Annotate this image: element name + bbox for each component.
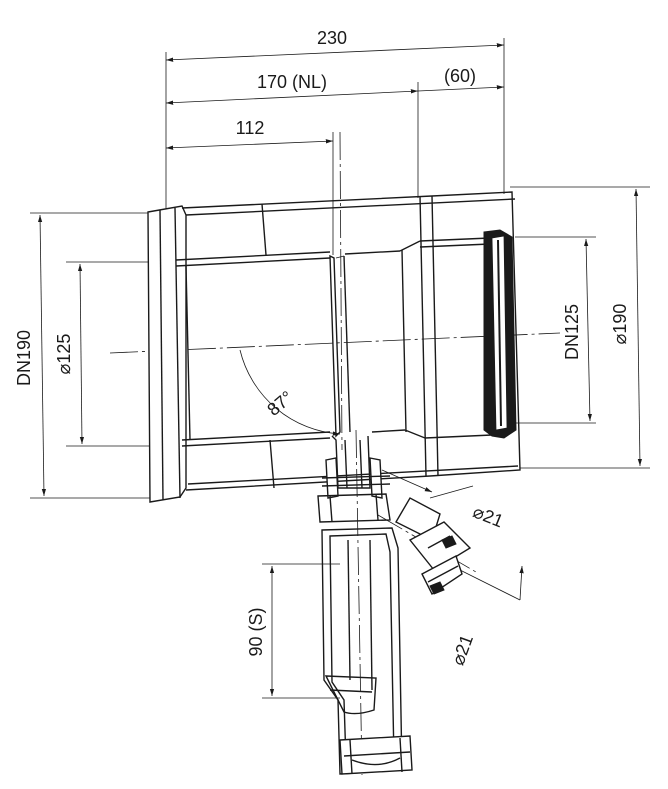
dim-dn190: DN190 [14, 330, 34, 386]
dim-90-s: 90 (S) [246, 607, 266, 656]
dim-21-upper: ⌀21 [470, 501, 506, 531]
trap-assembly [317, 435, 472, 775]
dim-230: 230 [317, 28, 347, 48]
main-pipe [147, 191, 521, 503]
diameter-symbol-2: ⌀ [610, 333, 630, 344]
dim-190: ⌀190 [610, 304, 630, 345]
dim-125: ⌀125 [54, 334, 74, 375]
dim-60-value: 60 [450, 66, 470, 86]
dim-dn125: DN125 [562, 304, 582, 360]
dim-60: (60) [444, 66, 476, 86]
dim-190-value: 190 [610, 304, 630, 334]
extension-lines [30, 38, 650, 699]
dim-21-lower: ⌀21 [448, 632, 477, 668]
dim-87-angle: 87° [263, 387, 297, 420]
dimension-lines [37, 43, 643, 696]
dim-112: 112 [236, 118, 265, 138]
diameter-symbol: ⌀ [54, 363, 74, 374]
dim-125-value: 125 [54, 334, 74, 364]
dim-170-nl: 170 (NL) [257, 72, 327, 92]
